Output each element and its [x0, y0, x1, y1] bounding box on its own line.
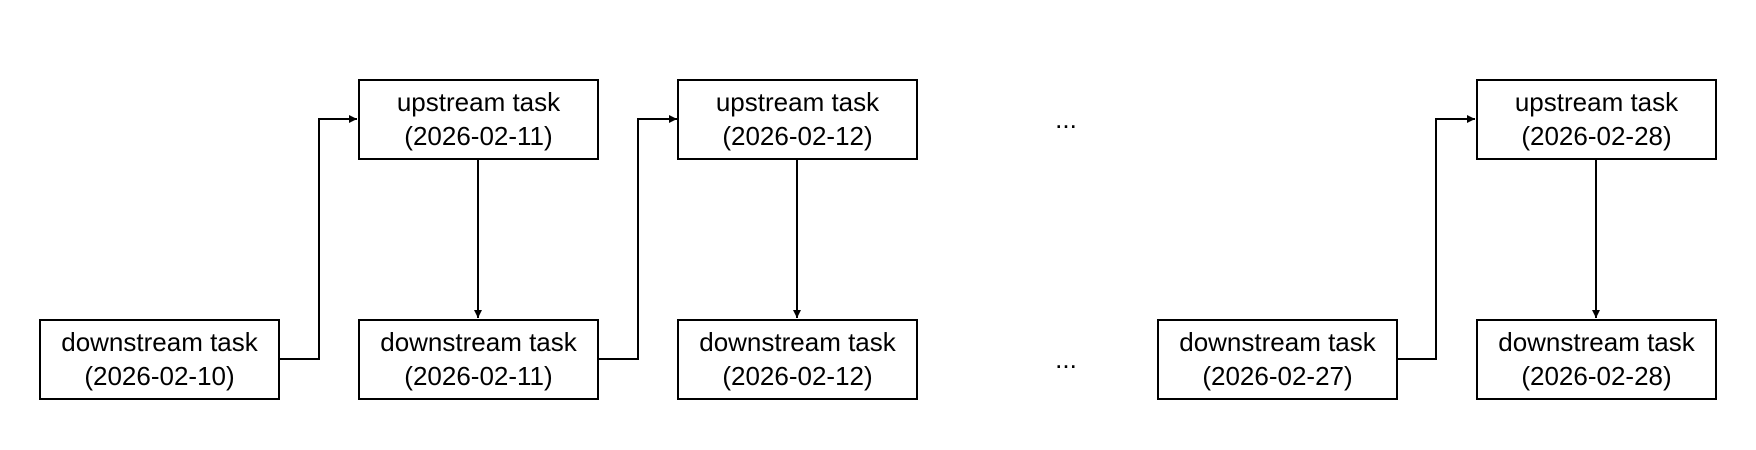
node-title: downstream task [1498, 327, 1696, 357]
node-title: downstream task [61, 327, 259, 357]
downstream-task-node: downstream task (2026-02-27) [1157, 319, 1398, 400]
node-title: downstream task [380, 327, 578, 357]
upstream-task-node: upstream task (2026-02-11) [358, 79, 599, 160]
upstream-task-node: upstream task (2026-02-12) [677, 79, 918, 160]
edge-d3-to-u3 [1397, 115, 1475, 360]
node-title: upstream task [397, 87, 561, 117]
node-date: (2026-02-28) [1521, 121, 1671, 151]
ellipsis-top: ... [1055, 104, 1077, 134]
node-date: (2026-02-12) [722, 361, 872, 391]
node-date: (2026-02-12) [722, 121, 872, 151]
node-date: (2026-02-27) [1202, 361, 1352, 391]
upstream-task-node: upstream task (2026-02-28) [1476, 79, 1717, 160]
downstream-task-node: downstream task (2026-02-28) [1476, 319, 1717, 400]
node-title: downstream task [699, 327, 897, 357]
node-title: downstream task [1179, 327, 1377, 357]
downstream-task-node: downstream task (2026-02-11) [358, 319, 599, 400]
node-title: upstream task [1515, 87, 1679, 117]
downstream-task-node: downstream task (2026-02-10) [39, 319, 280, 400]
node-date: (2026-02-28) [1521, 361, 1671, 391]
edge-d0-to-u1 [279, 115, 357, 360]
ellipsis-bottom: ... [1055, 344, 1077, 374]
edge-d1-to-u2 [599, 115, 677, 360]
node-date: (2026-02-11) [404, 361, 552, 391]
node-date: (2026-02-11) [404, 121, 552, 151]
node-title: upstream task [716, 87, 880, 117]
downstream-task-node: downstream task (2026-02-12) [677, 319, 918, 400]
node-date: (2026-02-10) [84, 361, 234, 391]
